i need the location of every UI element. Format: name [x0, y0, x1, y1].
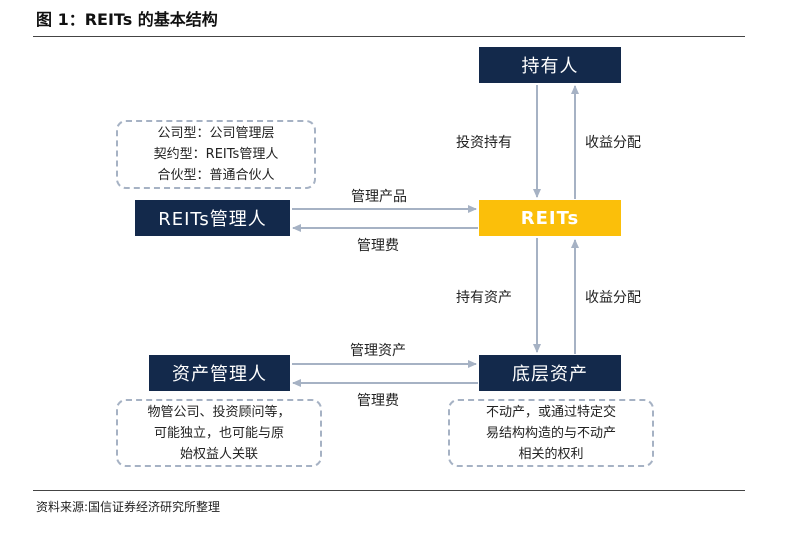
- bottom-rule: [33, 490, 745, 491]
- note-line: 易结构构造的与不动产: [485, 425, 616, 441]
- note-asset-manager-types: 物管公司、投资顾问等， 可能独立，也可能与原 始权益人关联: [116, 399, 322, 467]
- label-mgmt-fee-bottom: 管理费: [357, 393, 399, 409]
- note-line: 合伙型：普通合伙人: [157, 168, 275, 183]
- top-rule: [33, 36, 745, 37]
- node-reits: REITs: [479, 200, 621, 236]
- label-mgmt-fee-top: 管理费: [357, 238, 399, 254]
- note-asset-types: 不动产，或通过特定交 易结构构造的与不动产 相关的权利: [448, 399, 654, 467]
- note-line: 始权益人关联: [179, 446, 258, 462]
- note-line: 物管公司、投资顾问等，: [147, 404, 291, 420]
- note-line: 不动产，或通过特定交: [485, 404, 616, 420]
- label-manage-assets: 管理资产: [350, 343, 406, 359]
- note-line: 公司型：公司管理层: [157, 126, 275, 141]
- label-manage-product: 管理产品: [351, 189, 407, 205]
- note-line: 可能独立，也可能与原: [153, 425, 284, 441]
- note-line: 契约型：REITs管理人: [153, 147, 279, 162]
- node-underlying-assets: 底层资产: [479, 355, 621, 391]
- source-note: 资料来源:国信证券经济研究所整理: [36, 500, 221, 514]
- label-income-distribution-bottom: 收益分配: [585, 290, 641, 306]
- figure-title: 图 1：REITs 的基本结构: [36, 10, 218, 29]
- node-reits-manager: REITs管理人: [135, 200, 290, 236]
- label-invest-hold: 投资持有: [456, 135, 512, 151]
- node-holder: 持有人: [479, 47, 621, 83]
- note-line: 相关的权利: [518, 446, 584, 462]
- label-hold-assets: 持有资产: [456, 290, 512, 306]
- node-asset-manager: 资产管理人: [149, 355, 290, 391]
- label-income-distribution-top: 收益分配: [585, 135, 641, 151]
- note-manager-types: 公司型：公司管理层 契约型：REITs管理人 合伙型：普通合伙人: [116, 120, 316, 189]
